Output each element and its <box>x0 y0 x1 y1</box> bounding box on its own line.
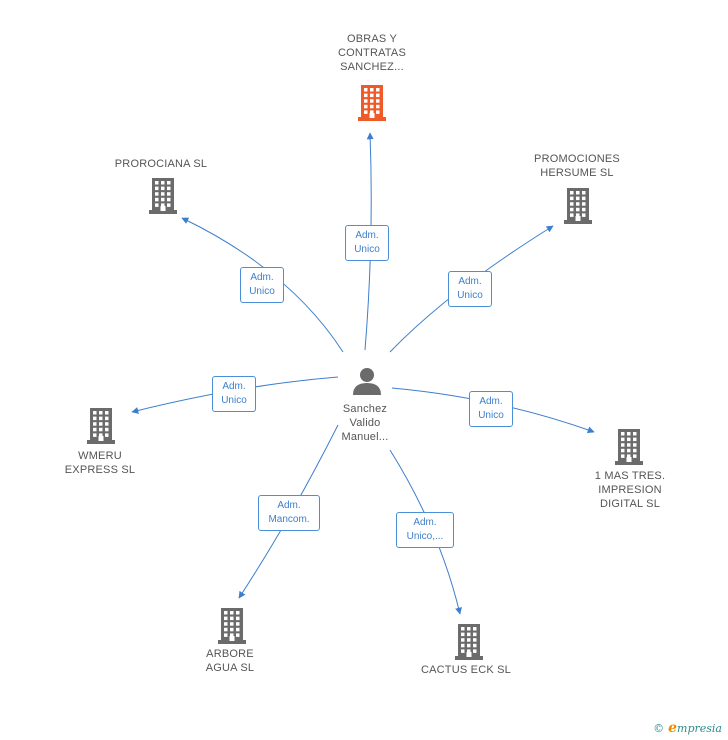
building-icon-arbore[interactable] <box>217 608 247 649</box>
building-icon-prorociana[interactable] <box>148 178 178 219</box>
building-icon-wmeru[interactable] <box>86 408 116 449</box>
company-label-wmeru[interactable]: WMERU EXPRESS SL <box>64 450 136 476</box>
company-label-prorociana[interactable]: PROROCIANA SL <box>114 158 208 170</box>
footer-brand[interactable]: ©empresia <box>653 720 722 736</box>
company-label-mastres[interactable]: 1 MAS TRES. IMPRESION DIGITAL SL <box>594 470 666 510</box>
relation-label-arbore: Adm. Mancom. <box>258 495 320 531</box>
relation-label-cactus: Adm. Unico,... <box>396 512 454 548</box>
person-icon[interactable] <box>353 368 381 395</box>
company-label-obras[interactable]: OBRAS Y CONTRATAS SANCHEZ... <box>337 33 406 73</box>
relation-label-promociones: Adm. Unico <box>448 271 492 307</box>
person-label[interactable]: Sanchez Valido Manuel... <box>341 403 389 443</box>
company-label-arbore[interactable]: ARBORE AGUA SL <box>205 648 255 674</box>
copyright-icon: © <box>653 722 665 735</box>
building-icon-mastres[interactable] <box>614 429 644 470</box>
building-icon-cactus[interactable] <box>454 624 484 665</box>
brand-logo-initial: e <box>668 720 678 736</box>
brand-logo-text: mpresia <box>677 722 722 735</box>
building-icon-obras[interactable] <box>357 85 387 126</box>
building-icon-promociones[interactable] <box>563 188 593 229</box>
relation-label-wmeru: Adm. Unico <box>212 376 256 412</box>
relation-label-obras: Adm. Unico <box>345 225 389 261</box>
relation-label-prorociana: Adm. Unico <box>240 267 284 303</box>
relation-label-mastres: Adm. Unico <box>469 391 513 427</box>
company-label-cactus[interactable]: CACTUS ECK SL <box>420 664 511 676</box>
company-label-promociones[interactable]: PROMOCIONES HERSUME SL <box>534 153 620 179</box>
